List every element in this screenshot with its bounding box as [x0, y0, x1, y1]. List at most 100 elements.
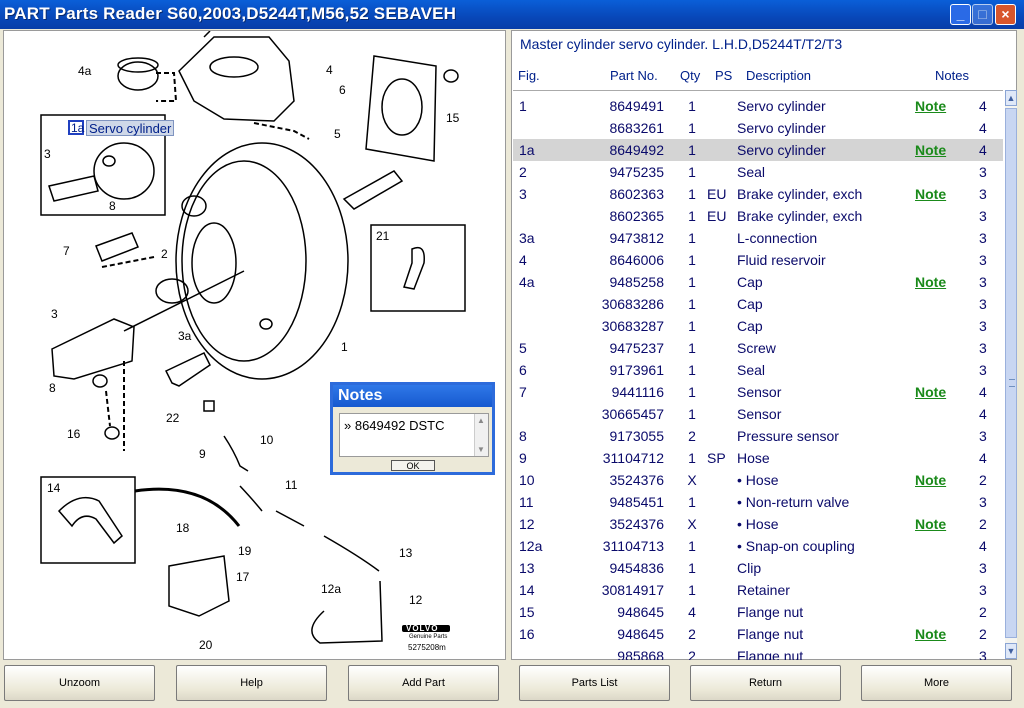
row-part-no: 30683287 — [601, 318, 664, 334]
column-header-qty[interactable]: Qty — [680, 68, 701, 83]
row-note-link[interactable]: Note — [915, 98, 947, 114]
callout-label[interactable]: 15 — [446, 111, 460, 125]
callout-label[interactable]: 12a — [321, 582, 342, 596]
cap-shape — [117, 61, 159, 91]
row-note-link[interactable]: Note — [915, 186, 947, 202]
callout-label[interactable]: 11 — [285, 478, 298, 492]
callout-label[interactable]: 12 — [409, 593, 423, 607]
inset-box-1a — [40, 114, 166, 216]
fluid-reservoir-shape — [178, 36, 295, 122]
row-note-link[interactable]: Note — [915, 142, 947, 158]
callout-label[interactable]: 10 — [260, 433, 274, 447]
callout-label[interactable]: 4 — [326, 63, 333, 77]
callout-label[interactable]: 3 — [51, 307, 58, 321]
unzoom-button[interactable]: Unzoom — [4, 665, 155, 701]
column-header-notes[interactable]: Notes — [935, 68, 969, 83]
row-note-link[interactable]: Note — [915, 626, 947, 642]
title-bar: PART Parts Reader S60,2003,D5244T,M56,52… — [0, 0, 1024, 29]
highlight-fig[interactable]: 1a — [71, 121, 85, 135]
row-count: 3 — [979, 494, 987, 510]
scroll-down-button[interactable]: ▼ — [1005, 643, 1017, 659]
callout-label[interactable]: 20 — [199, 638, 213, 652]
callout-label[interactable]: 4a — [78, 64, 92, 78]
callout-label[interactable]: 8 — [49, 381, 56, 395]
notes-scrollbar[interactable]: ▲ ▼ — [474, 414, 488, 456]
callout-label[interactable]: 3a — [178, 329, 192, 343]
callout-label[interactable]: 9 — [199, 447, 206, 461]
ok-button[interactable]: OK — [391, 460, 435, 471]
help-button[interactable]: Help — [176, 665, 327, 701]
callout-label[interactable]: 17 — [236, 570, 250, 584]
callout-label[interactable]: 5 — [334, 127, 341, 141]
scroll-down-icon[interactable]: ▼ — [477, 445, 485, 454]
scrollbar-thumb[interactable] — [1005, 108, 1017, 638]
parts-list-scrollbar[interactable]: ▲ ▼ — [1005, 90, 1017, 659]
callout-label[interactable]: 14 — [47, 481, 61, 495]
callout-label[interactable]: 21 — [376, 229, 390, 243]
callout-label[interactable]: 13 — [399, 546, 413, 560]
column-header-fig[interactable]: Fig. — [518, 68, 540, 83]
notes-content-box[interactable]: » 8649492 DSTC ▲ ▼ — [339, 413, 489, 457]
scroll-up-button[interactable]: ▲ — [1005, 90, 1017, 106]
return-button[interactable]: Return — [690, 665, 841, 701]
row-qty: 1 — [688, 274, 696, 290]
callout-label[interactable]: 18 — [176, 521, 190, 535]
row-description: Brake cylinder, exch — [737, 186, 863, 202]
callout-label[interactable]: 16 — [67, 427, 81, 441]
close-button[interactable]: × — [995, 4, 1016, 25]
row-note-link[interactable]: Note — [915, 472, 947, 488]
row-part-no: 9454836 — [609, 560, 664, 576]
callout-label[interactable]: 7 — [63, 244, 70, 258]
exploded-diagram[interactable]: 4a 4 5 6 15 3 8 7 2 21 3 8 3a 1 22 10 9 … — [3, 30, 506, 660]
more-button[interactable]: More — [861, 665, 1012, 701]
scroll-up-icon[interactable]: ▲ — [477, 416, 485, 425]
callout-label[interactable]: 1 — [341, 340, 348, 354]
callout-label[interactable]: 3 — [44, 147, 51, 161]
row-count: 4 — [979, 406, 987, 422]
column-header-description[interactable]: Description — [746, 68, 812, 83]
callout-label[interactable]: 6 — [339, 83, 346, 97]
row-description: Flange nut — [737, 604, 804, 620]
column-header-ps[interactable]: PS — [715, 68, 733, 83]
maximize-button[interactable]: □ — [972, 4, 993, 25]
callout-label[interactable]: 22 — [166, 411, 180, 425]
row-note-link[interactable]: Note — [915, 384, 947, 400]
row-note-link[interactable]: Note — [915, 516, 947, 532]
callout-label[interactable]: 8 — [109, 199, 116, 213]
add-part-button[interactable]: Add Part — [348, 665, 499, 701]
column-header-part-no[interactable]: Part No. — [610, 68, 658, 83]
callout-label[interactable]: 2 — [161, 247, 168, 261]
callout-label[interactable]: 19 — [238, 544, 252, 558]
minimize-button[interactable]: _ — [950, 4, 971, 25]
row-note-link[interactable]: Note — [915, 274, 947, 290]
notes-dialog[interactable]: Notes » 8649492 DSTC ▲ ▼ OK — [330, 382, 495, 475]
parts-list-button[interactable]: Parts List — [519, 665, 670, 701]
